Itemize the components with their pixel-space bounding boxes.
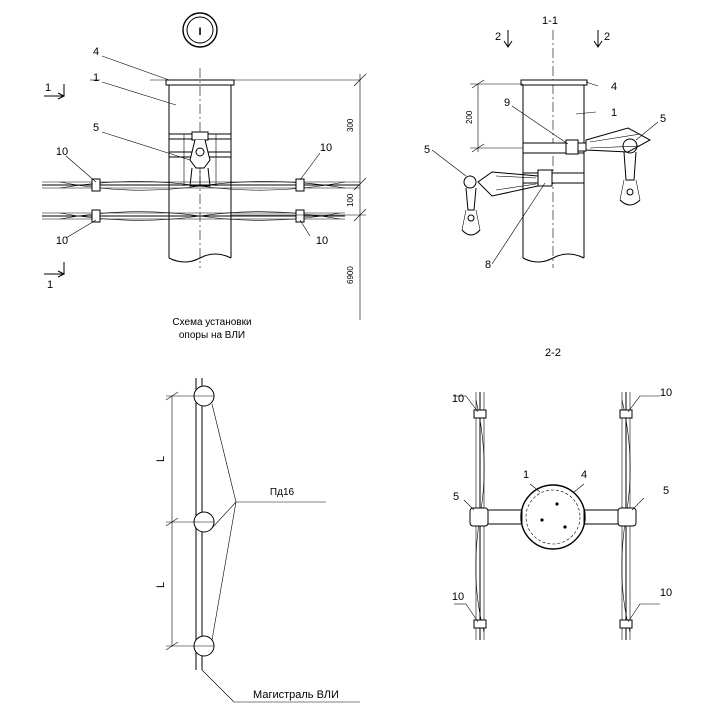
label-5-view-i: 5 bbox=[93, 122, 99, 134]
console-arms-2-2 bbox=[469, 507, 637, 527]
label-5-2-2-right: 5 bbox=[663, 485, 669, 497]
mainline-label: Магистраль ВЛИ bbox=[253, 689, 339, 701]
label-4-section-1-1: 4 bbox=[611, 81, 617, 93]
label-10-view-i-lr: 10 bbox=[316, 235, 328, 247]
label-10-2-2-ul: 10 bbox=[452, 393, 464, 405]
cut-label-1-top: 1 bbox=[45, 82, 51, 94]
label-10-2-2-lr: 10 bbox=[660, 587, 672, 599]
lower-band-bracket bbox=[461, 169, 585, 236]
label-8: 8 bbox=[485, 259, 491, 271]
scheme-title-line2: опоры на ВЛИ bbox=[179, 330, 245, 341]
view-marker: I bbox=[198, 26, 201, 38]
label-1-view-i: 1 bbox=[93, 72, 99, 84]
cut-label-2-left: 2 bbox=[495, 31, 501, 43]
pole-view-i bbox=[150, 68, 360, 268]
upper-band-clamp bbox=[522, 139, 587, 155]
section-cut-marker-1: 1 1 bbox=[44, 82, 66, 291]
dim-100: 100 bbox=[346, 193, 355, 207]
label-4-2-2: 4 bbox=[581, 469, 587, 481]
label-1-2-2: 1 bbox=[523, 469, 529, 481]
label-10-view-i-ur: 10 bbox=[320, 142, 332, 154]
label-10-view-i-ul: 10 bbox=[56, 146, 68, 158]
dim-200: 200 bbox=[465, 110, 474, 124]
label-5-section-1-1-left: 5 bbox=[424, 144, 430, 156]
pole-plan-2-2 bbox=[520, 484, 586, 550]
span-label-1: L bbox=[155, 456, 167, 462]
cable-bundle-lower bbox=[42, 209, 345, 223]
anchor-clamp bbox=[189, 131, 211, 187]
cable-bundle-upper bbox=[42, 178, 360, 192]
label-10-2-2-ur: 10 bbox=[660, 387, 672, 399]
section-2-2-title: 2-2 bbox=[545, 347, 561, 359]
installation-scheme: Схема установки опоры на ВЛИ Магистраль … bbox=[155, 317, 360, 703]
span-label-2: L bbox=[155, 582, 167, 588]
label-5-section-1-1-right: 5 bbox=[660, 113, 666, 125]
scheme-title-line1: Схема установки bbox=[172, 317, 251, 328]
label-4-view-i: 4 bbox=[93, 46, 99, 58]
section-2-2: 2-2 bbox=[452, 347, 672, 640]
section-cut-marker-2: 2 2 bbox=[495, 30, 610, 48]
label-5-2-2-left: 5 bbox=[453, 491, 459, 503]
dim-300: 300 bbox=[346, 118, 355, 132]
section-1-1-title: 1-1 bbox=[542, 15, 558, 27]
section-1-1: 1-1 2 2 bbox=[424, 15, 666, 271]
dimension-chain: 300 100 6900 bbox=[231, 73, 367, 320]
dim-200-line: 200 bbox=[465, 79, 523, 153]
view-i: I bbox=[42, 12, 367, 320]
dim-6900: 6900 bbox=[346, 266, 355, 284]
label-9: 9 bbox=[504, 97, 510, 109]
pole-section-1-1 bbox=[520, 79, 588, 263]
branch-label: Пд16 bbox=[270, 487, 295, 498]
label-10-view-i-ll: 10 bbox=[56, 235, 68, 247]
right-console bbox=[585, 127, 652, 206]
label-1-section-1-1: 1 bbox=[611, 107, 617, 119]
cut-label-1-bottom: 1 bbox=[47, 279, 53, 291]
cut-label-2-right: 2 bbox=[604, 31, 610, 43]
label-10-2-2-ll: 10 bbox=[452, 591, 464, 603]
